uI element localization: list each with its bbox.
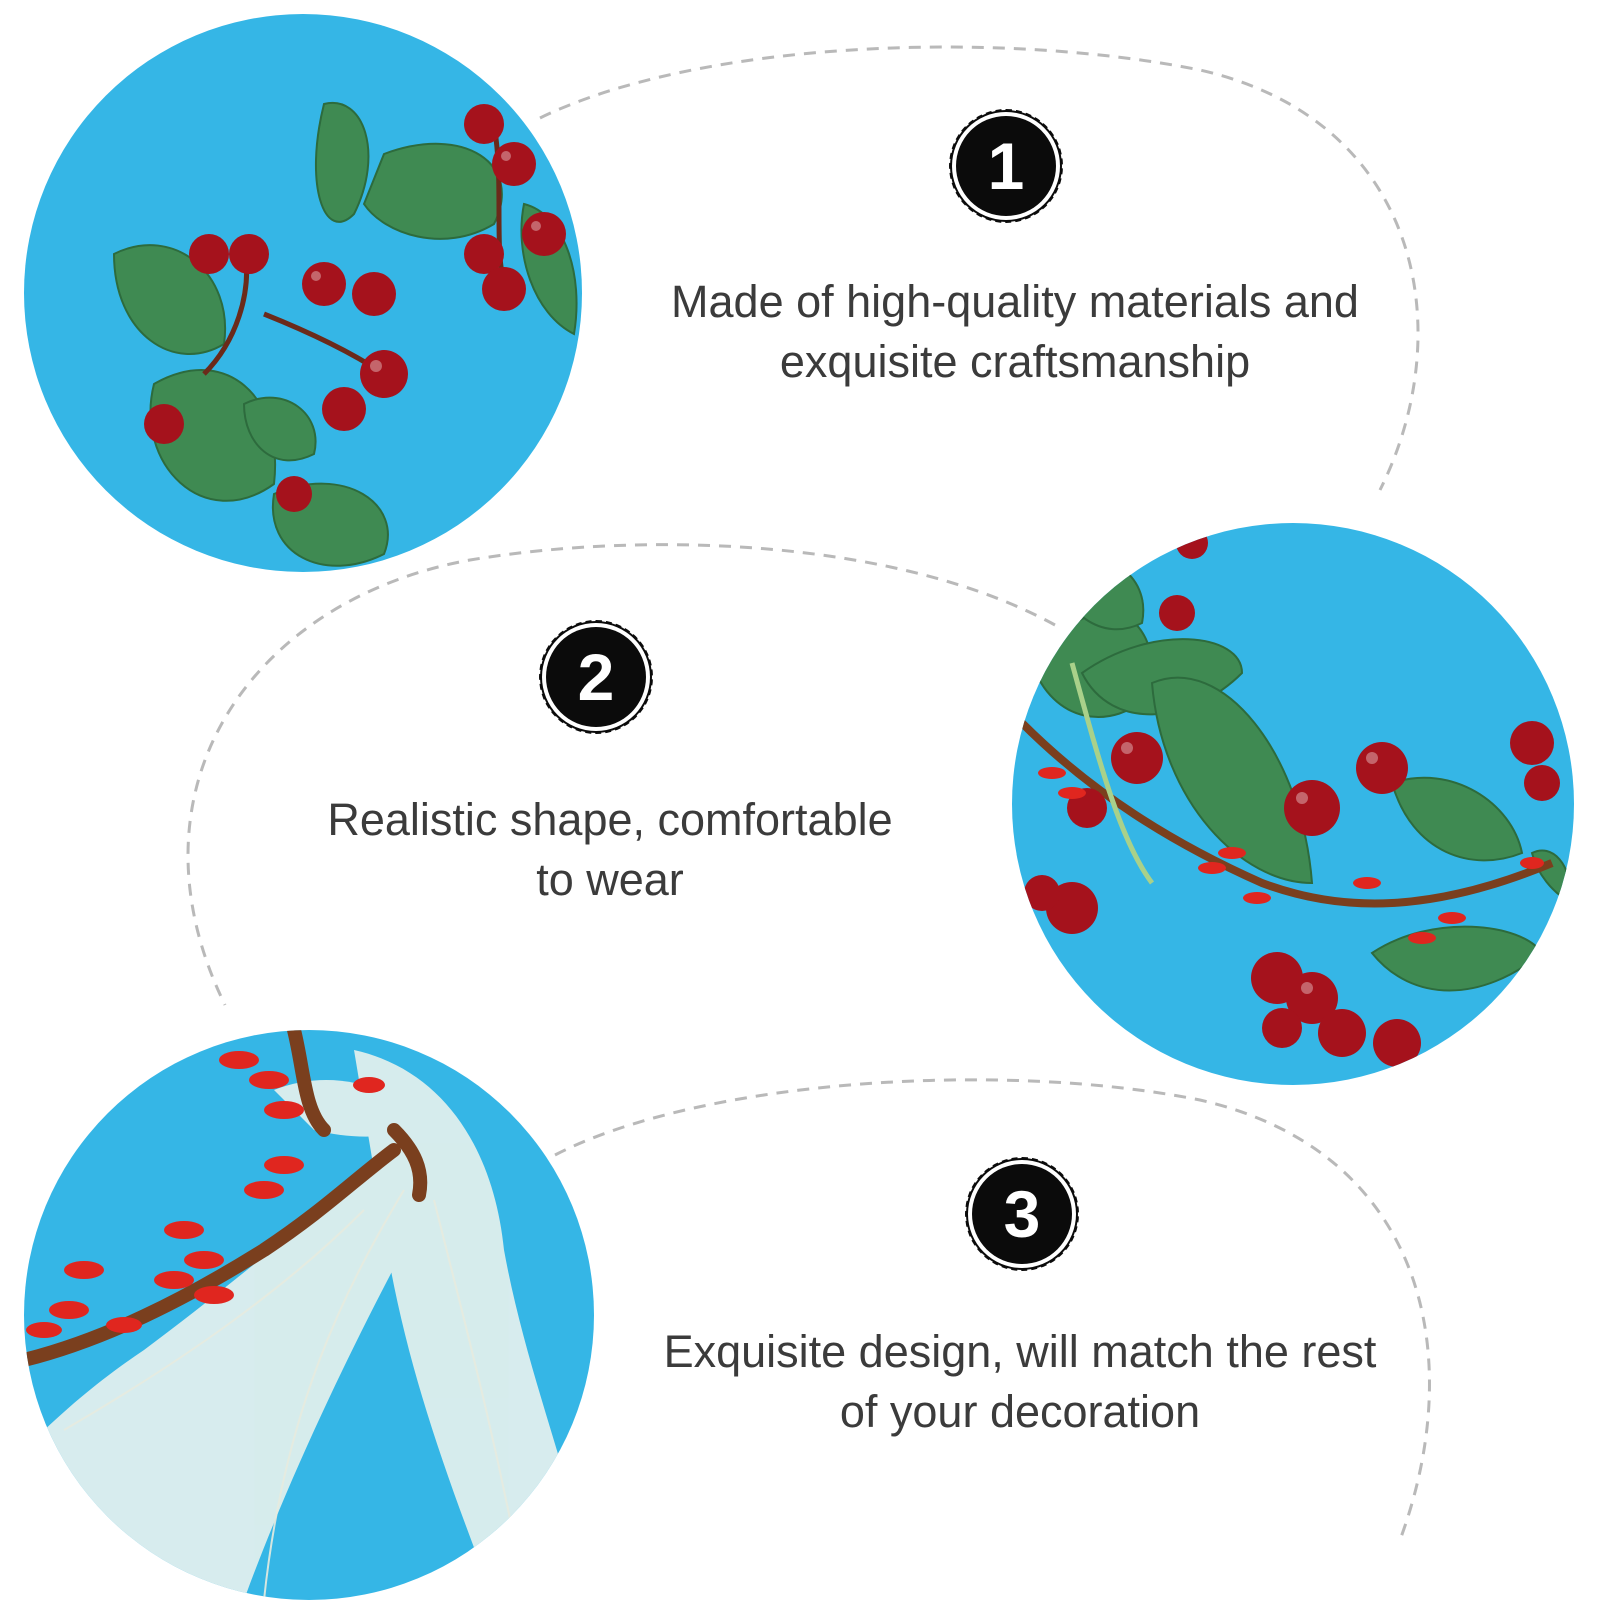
dashed-arc-2 [186,543,1056,1006]
feature-2-line-1: Realistic shape, comfortable [327,794,893,845]
berry-leaf-closeup-photo [24,14,582,572]
number-badge-2: 2 [539,620,653,734]
feature-1-description: Made of high-quality materials and exqui… [620,272,1410,392]
feature-3-line-1: Exquisite design, will match the rest [663,1326,1377,1377]
feature-3-line-2: of your decoration [839,1386,1201,1437]
number-badge-3: 3 [965,1157,1079,1271]
feature-3-description: Exquisite design, will match the rest of… [620,1322,1420,1442]
berry-leaf-illustration [24,14,582,572]
ribbon-vine-illustration [24,1030,594,1600]
feature-1-line-1: Made of high-quality materials and [671,276,1359,327]
feature-1-line-2: exquisite craftsmanship [779,336,1251,387]
dashed-arc-3 [554,1078,1431,1541]
ribbon-vine-closeup-photo [24,1030,594,1600]
feature-2-description: Realistic shape, comfortable to wear [260,790,960,910]
berry-vine-closeup-photo [1012,523,1574,1085]
number-badge-1: 1 [949,109,1063,223]
feature-2-line-2: to wear [536,854,684,905]
dashed-arc-1 [539,45,1420,491]
berry-vine-illustration [1012,523,1574,1085]
